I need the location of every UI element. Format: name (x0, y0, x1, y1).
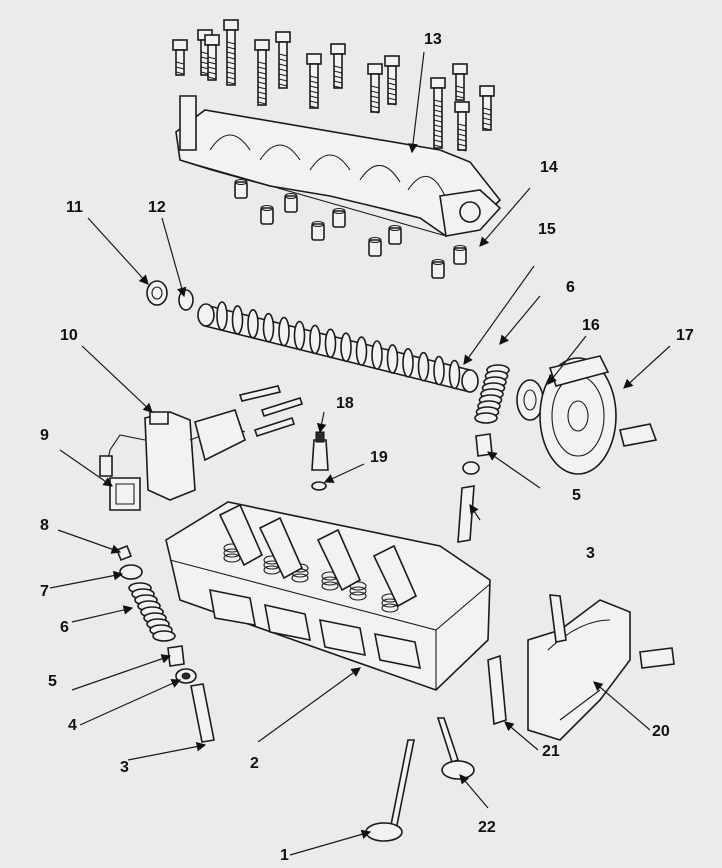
gasket (109, 477, 141, 511)
callout-number-1: 1 (280, 847, 289, 864)
leader-line-24 (504, 721, 539, 751)
leader-line-16 (408, 51, 425, 154)
leader-line-7 (487, 451, 541, 489)
leader-line-10 (49, 570, 124, 589)
leader-line-21 (316, 411, 327, 434)
leader-line-2 (257, 667, 361, 743)
valve-spring-right (474, 364, 510, 424)
callout-number-16: 16 (582, 317, 600, 334)
callout-number-5: 5 (572, 487, 581, 504)
hydraulic-lifters (234, 178, 467, 279)
leader-line-14 (87, 217, 149, 285)
callout-number-21: 21 (542, 743, 560, 760)
spring-retainer (119, 564, 143, 580)
callout-number-19: 19 (370, 449, 388, 466)
leader-line-11 (57, 529, 122, 554)
callout-number-12: 12 (148, 199, 166, 216)
callout-number-10: 10 (60, 327, 78, 344)
leader-lines (49, 51, 671, 856)
callout-number-4: 4 (68, 717, 77, 734)
callout-number-18: 18 (336, 395, 354, 412)
intake-valve (436, 717, 475, 780)
timing-cover (527, 594, 675, 741)
callout-number-17: 17 (676, 327, 694, 344)
leader-line-4 (469, 504, 481, 521)
temperature-sensor (311, 431, 329, 471)
callout-number-8: 8 (40, 517, 49, 534)
camshaft-sprocket (539, 355, 658, 475)
leader-line-1 (289, 829, 372, 856)
callout-number-6: 6 (60, 619, 69, 636)
leader-line-23 (593, 681, 651, 731)
leader-line-13 (81, 345, 153, 413)
valve-guide-right (457, 461, 480, 543)
leader-line-9 (499, 295, 541, 345)
callout-number-7: 7 (40, 583, 49, 600)
rocker-carrier (175, 95, 502, 237)
mounting-bolts (238, 385, 304, 438)
callout-number-5: 5 (48, 673, 57, 690)
valve-guide (190, 683, 215, 743)
callout-number-20: 20 (652, 723, 670, 740)
callout-number-13: 13 (424, 31, 442, 48)
callout-number-22: 22 (478, 819, 496, 836)
leader-line-5 (79, 679, 182, 726)
oil-seal (516, 379, 544, 421)
leader-line-20 (623, 345, 671, 389)
leader-line-15 (161, 217, 187, 298)
leader-line-19 (547, 335, 587, 385)
leader-line-25 (459, 774, 489, 809)
sealing-washer (311, 481, 327, 491)
callout-number-14: 14 (540, 159, 558, 176)
leader-line-8 (71, 605, 134, 623)
callout-number-9: 9 (40, 427, 49, 444)
leader-line-3 (127, 741, 207, 761)
leader-line-17 (479, 187, 531, 247)
callout-number-3: 3 (120, 759, 129, 776)
valve-cotter (115, 544, 133, 562)
camshaft (197, 301, 479, 394)
callout-number-15: 15 (538, 221, 556, 238)
callout-number-3: 3 (586, 545, 595, 562)
callout-number-2: 2 (250, 755, 259, 772)
exhaust-valve (365, 739, 415, 842)
bolt-set (172, 19, 495, 152)
leader-line-18 (463, 265, 535, 365)
callout-number-11: 11 (66, 199, 83, 216)
solenoid-valve (99, 409, 246, 501)
stem-seal (167, 645, 185, 667)
leader-line-12 (59, 449, 113, 487)
leader-line-6 (71, 654, 172, 691)
retaining-ring (178, 289, 194, 311)
leader-line-22 (323, 463, 365, 483)
camshaft-seal (146, 280, 168, 306)
valve-spring (128, 582, 176, 642)
gasket-strip (487, 654, 507, 726)
cylinder-head (165, 501, 491, 691)
callout-number-6: 6 (566, 279, 575, 296)
